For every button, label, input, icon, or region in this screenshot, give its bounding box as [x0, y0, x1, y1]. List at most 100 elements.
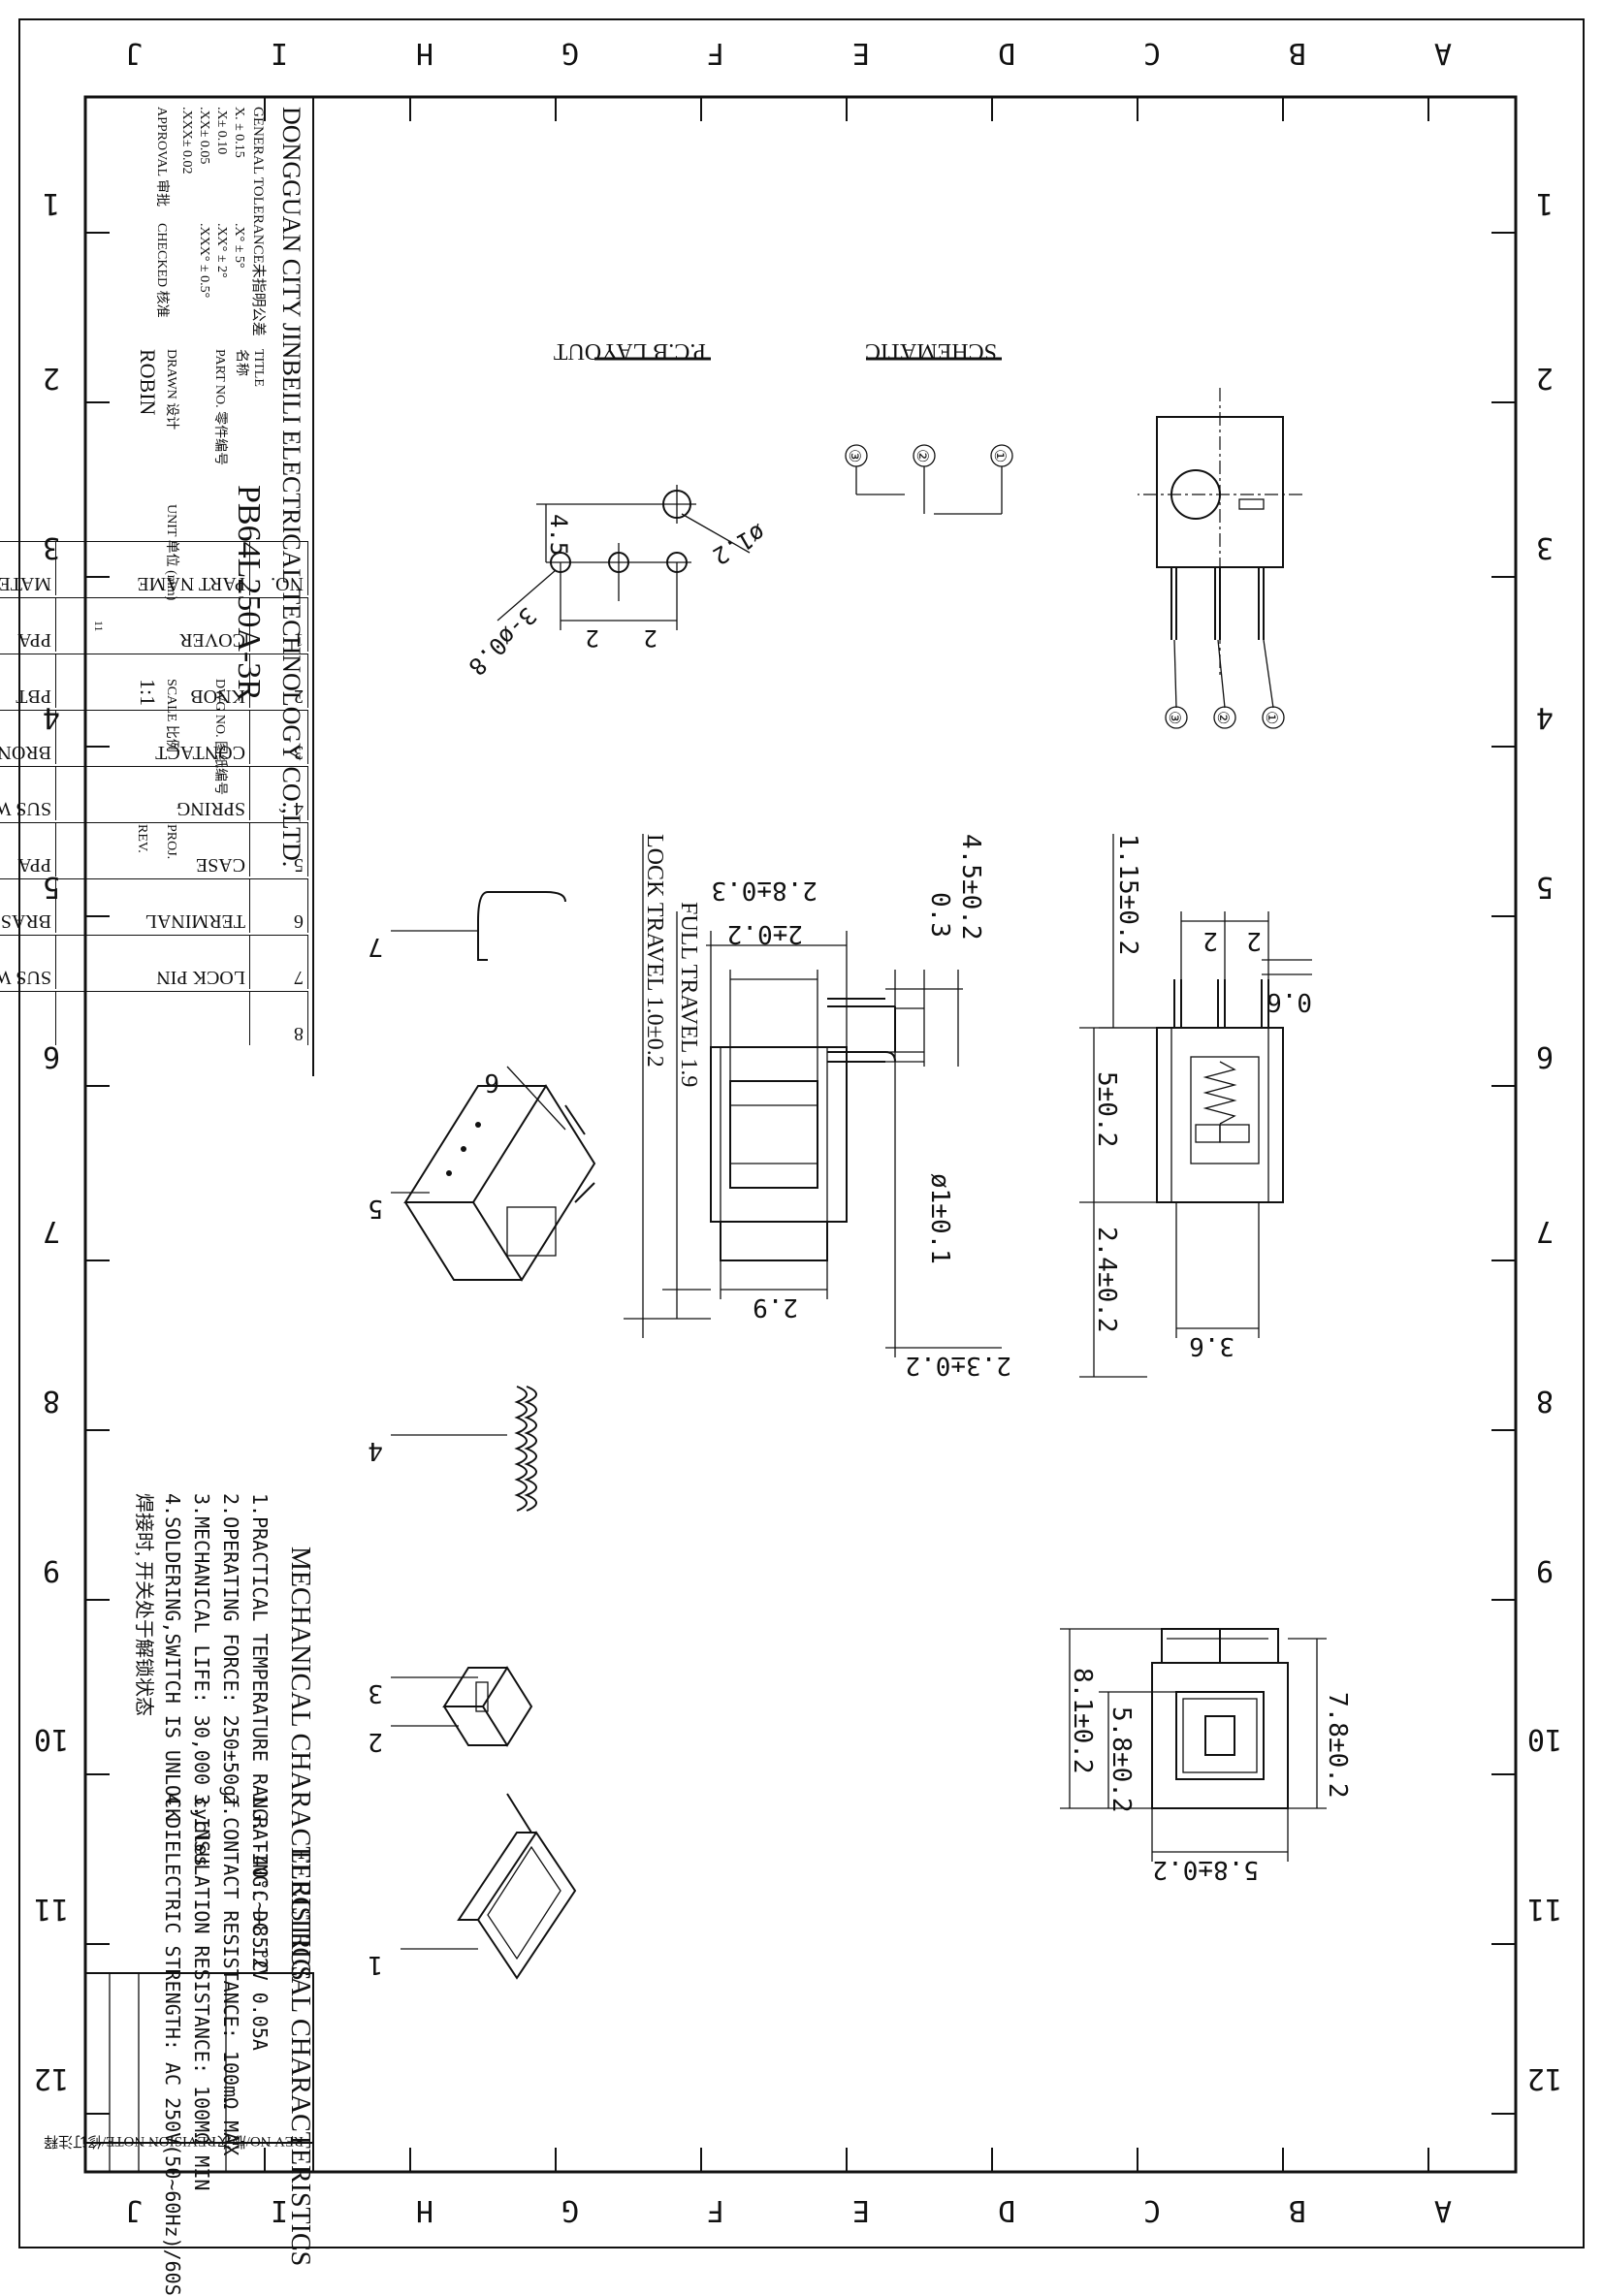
- col-10-top: 10: [1526, 1722, 1563, 1757]
- bom-cell: 6: [250, 878, 308, 933]
- mechanical-item-2: 2.OPERATING FORCE: 250±50gf: [219, 1493, 242, 1809]
- dim-2-4: 2.4±0.2: [1092, 1227, 1121, 1333]
- angle-tol-0: .X° ± 5°: [232, 223, 246, 269]
- bom-cell: TERMINAL: [56, 878, 250, 933]
- angle-tol-2: .XXX° ± 0.5°: [197, 223, 211, 299]
- row-c-right: C: [1142, 2193, 1162, 2228]
- title-cn: 名称: [234, 349, 248, 376]
- bom-cell: 5: [250, 822, 308, 877]
- dim-2-a: 2: [1246, 926, 1262, 955]
- col-11-top: 11: [1526, 1892, 1563, 1927]
- balloon-7: 7: [368, 932, 383, 961]
- mechanical-item-1: 1.PRACTICAL TEMPERATURE RANG: -40°C~+85°…: [248, 1493, 272, 1972]
- col-7-top: 7: [1535, 1214, 1555, 1249]
- part-no-label: PART NO. 零件编号: [212, 349, 227, 466]
- drawn-label: DRAWN 设计: [164, 349, 178, 430]
- full-travel-label: FULL TRAVEL 1.9: [676, 902, 701, 1087]
- dim-2-0: 2±0.2: [727, 919, 803, 948]
- tolerance-title: GENERAL TOLERANCE未指明公差: [250, 107, 266, 336]
- dim-7-8: 7.8±0.2: [1323, 1692, 1352, 1799]
- row-d-left: D: [997, 36, 1016, 71]
- dim-0-6: 0.6: [1266, 987, 1312, 1016]
- row-j-right: J: [124, 2193, 144, 2228]
- title-label: TITLE: [251, 349, 266, 387]
- lock-travel-label: LOCK TRAVEL 1.0±0.2: [642, 834, 667, 1068]
- dim-phi1: ø1±0.1: [925, 1173, 954, 1264]
- row-a-right: A: [1433, 2193, 1453, 2228]
- mechanical-title: MECHANICAL CHARACTERISTICS: [285, 1547, 315, 1981]
- electrical-item-4: 4.DIELECTRIC STRENGTH: AC 250V(50~60Hz)/…: [161, 1794, 184, 2296]
- tolerance-3: .XXX± 0.02: [179, 107, 194, 175]
- col-7-bottom: 7: [42, 1214, 61, 1249]
- pcb-label: P.C.B LAYOUT: [554, 338, 706, 364]
- col-10-bottom: 10: [33, 1722, 70, 1757]
- bom-cell: BRASS STRIP: [0, 878, 56, 933]
- bom-cell: PBT: [0, 654, 56, 708]
- col-9-top: 9: [1535, 1553, 1555, 1588]
- bom-cell: SUS WIRE: [0, 935, 56, 989]
- dim-1-15: 1.15±0.2: [1113, 834, 1142, 955]
- row-e-right: E: [851, 2193, 871, 2228]
- row-d-right: D: [997, 2193, 1016, 2228]
- pcb-2b: 2: [586, 624, 599, 652]
- schematic-label: SCHEMATIC: [865, 338, 997, 364]
- bom-cell: KNOB: [56, 654, 250, 708]
- bom-cell: 3: [250, 710, 308, 764]
- bom-cell: COVER: [56, 597, 250, 652]
- pcb-holes: 3-ø0.8: [463, 602, 541, 681]
- bom-cell: CASE: [56, 822, 250, 877]
- col-8-top: 8: [1535, 1384, 1555, 1419]
- bom-cell: SPRING: [56, 766, 250, 820]
- col-9-bottom: 9: [42, 1553, 61, 1588]
- dim-2-8: 2.8±0.3: [711, 876, 818, 905]
- col-6-bottom: 6: [42, 1039, 61, 1074]
- row-h-left: H: [415, 36, 434, 71]
- dim-2-9: 2.9: [753, 1292, 798, 1322]
- electrical-item-2: 2.CONTACT RESISTANCE: 100mΩ MAX: [219, 1794, 242, 2156]
- balloon-5: 5: [368, 1194, 383, 1223]
- col-11-bottom: 11: [33, 1892, 70, 1927]
- pcb-4-5: 4.5: [545, 514, 572, 556]
- row-j-left: J: [124, 36, 144, 71]
- pin-2-label: ②: [1214, 711, 1233, 724]
- top-view: [1060, 1628, 1327, 1862]
- row-e-left: E: [851, 36, 871, 71]
- col-1-bottom: 1: [42, 186, 61, 221]
- row-g-right: G: [561, 2193, 580, 2228]
- dim-4-5: 4.5±0.2: [956, 834, 985, 941]
- col-5-top: 5: [1535, 870, 1555, 905]
- col-8-bottom: 8: [42, 1384, 61, 1419]
- col-4-top: 4: [1535, 700, 1555, 735]
- balloon-1: 1: [368, 1950, 383, 1979]
- bom-header-cell: NO.: [250, 541, 308, 595]
- pcb-phi: ø1.2: [708, 519, 770, 570]
- balloon-4: 4: [368, 1436, 383, 1465]
- row-f-left: F: [706, 36, 725, 71]
- outer-border: [18, 18, 1585, 2248]
- schematic: [845, 357, 1013, 515]
- dim-3-6: 3.6: [1189, 1331, 1234, 1360]
- sch-pin-2: ②: [914, 449, 932, 462]
- dim-2-b: 2: [1202, 926, 1218, 955]
- bom-cell: LOCK PIN: [56, 935, 250, 989]
- tolerance-0: X. ± 0.15: [232, 107, 246, 158]
- sch-pin-1: ①: [991, 449, 1010, 462]
- bom-cell: BRONZE: [0, 710, 56, 764]
- bom-cell: 7: [250, 935, 308, 989]
- row-b-left: B: [1288, 36, 1307, 71]
- balloon-3: 3: [368, 1678, 383, 1707]
- checked-label: CHECKED 核准: [154, 223, 169, 318]
- bom-cell: 1: [250, 597, 308, 652]
- pin-3-label: ③: [1166, 711, 1184, 724]
- bom-cell: 2: [250, 654, 308, 708]
- col-12-top: 12: [1526, 2061, 1563, 2096]
- pcb-layout: [497, 357, 751, 630]
- row-i-left: I: [270, 36, 289, 71]
- dim-5-8-h: 5.8±0.2: [1106, 1706, 1136, 1813]
- bom-cell: 8: [250, 991, 308, 1045]
- drawn-by: ROBIN: [136, 349, 160, 416]
- col-2-bottom: 2: [42, 361, 61, 396]
- row-h-right: H: [415, 2193, 434, 2228]
